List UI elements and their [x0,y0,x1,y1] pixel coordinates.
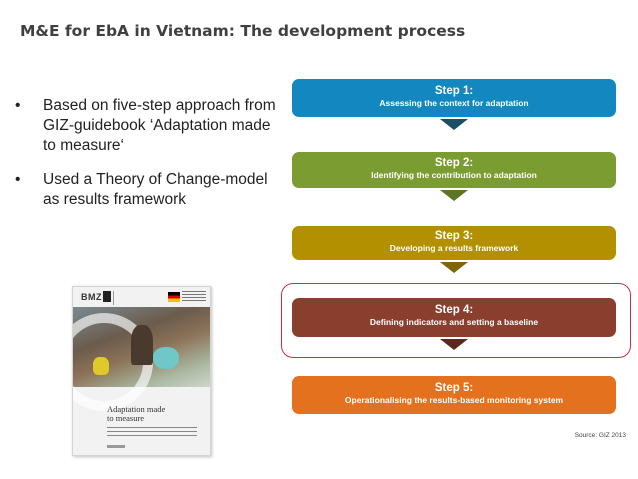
step-5-box: Step 5: Operationalising the results-bas… [292,376,616,414]
bullet-list: • Based on five-step approach from GIZ-g… [15,96,277,224]
step-1-box: Step 1: Assessing the context for adapta… [292,79,616,117]
step-label: Step 3: [434,230,474,242]
bmz-logo: BMZ [81,292,102,302]
logo-divider [113,291,114,305]
step-description: Defining indicators and setting a baseli… [369,317,539,327]
source-citation: Source: GIZ 2013 [574,432,626,439]
down-arrow-icon [440,119,468,130]
cover-person-figure [131,325,153,365]
german-flag-icon [168,292,180,302]
cover-edition-mark [107,445,125,448]
step-label: Step 2: [434,157,474,169]
bullet-text: Used a Theory of Change-model as results… [43,171,268,208]
federal-eagle-icon [103,291,111,302]
step-description: Operationalising the results-based monit… [344,395,564,405]
step-3-box: Step 3: Developing a results framework [292,226,616,260]
bullet-dot: • [15,171,21,188]
cover-teal-pot [153,347,179,369]
step-description: Assessing the context for adaptation [379,98,529,108]
cover-title: Adaptation made to measure [107,405,165,423]
bullet-text: Based on five-step approach from GIZ-gui… [43,97,276,154]
cover-subtitle-lines [107,427,197,439]
bullet-item: • Based on five-step approach from GIZ-g… [15,96,277,156]
cover-yellow-pot [93,357,109,375]
step-label: Step 4: [434,304,474,316]
cover-title-line1: Adaptation made [107,404,166,414]
step-2-box: Step 2: Identifying the contribution to … [292,152,616,188]
step-label: Step 1: [434,85,474,97]
step-description: Developing a results framework [389,243,519,253]
step-description: Identifying the contribution to adaptati… [371,170,537,180]
down-arrow-icon [440,190,468,201]
down-arrow-icon [440,339,468,350]
step-label: Step 5: [434,382,474,394]
step4-highlight-frame [281,283,631,358]
ministry-text-block [182,291,206,303]
cover-title-line2: to measure [107,413,145,423]
slide-title: M&E for EbA in Vietnam: The development … [20,22,466,40]
down-arrow-icon [440,262,468,273]
bullet-dot: • [15,97,21,114]
bullet-item: • Used a Theory of Change-model as resul… [15,170,277,210]
step-4-box: Step 4: Defining indicators and setting … [292,298,616,337]
cover-photo [73,307,210,411]
guidebook-cover-image: BMZ Adaptation made to measure [72,286,211,456]
